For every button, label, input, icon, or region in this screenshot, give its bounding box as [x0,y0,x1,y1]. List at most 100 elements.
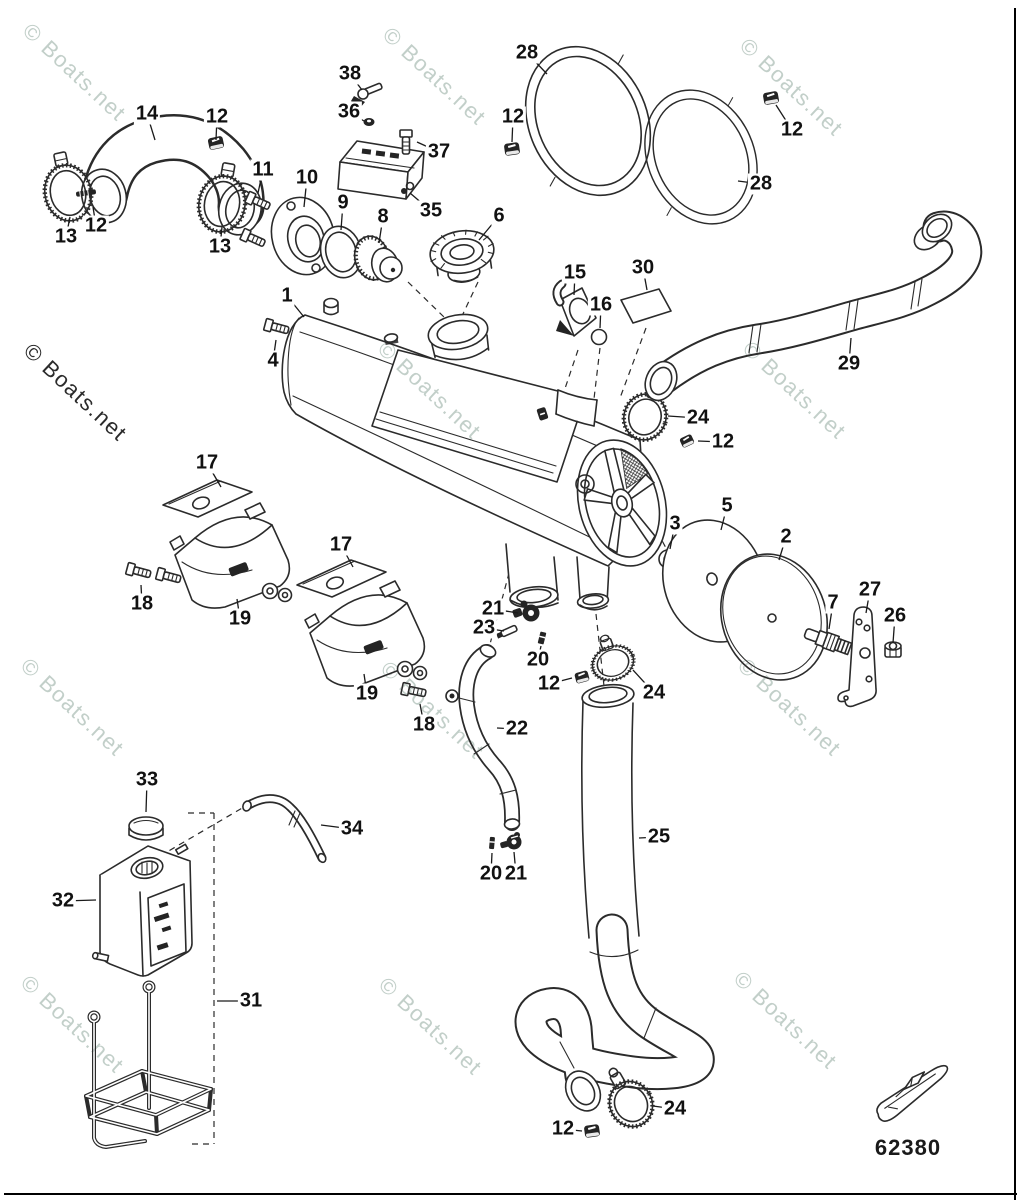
part-33-cap [128,816,164,841]
callout-28: 28 [747,172,775,195]
part-19-mount [169,502,293,609]
callout-18: 18 [410,713,438,736]
part-18-bolt [124,561,153,582]
part-15-fitting [552,279,597,337]
part-24-hose-clamp [583,629,638,686]
callout-24: 24 [661,1097,689,1120]
part-2-disc [719,553,829,681]
part-6-pressure-cap [429,229,495,283]
callout-13: 13 [206,235,234,258]
callout-15: 15 [561,261,589,284]
part-1-heat-exchanger-tank [281,297,668,611]
boat-logo [876,1064,949,1122]
callout-31: 31 [237,989,265,1012]
tank-drain-port [575,474,595,494]
callout-7: 7 [825,591,841,614]
callout-38: 38 [336,62,364,85]
part-4-bolt [262,317,291,338]
callout-5: 5 [719,494,735,517]
callout-8: 8 [375,205,391,228]
part-18-nut [445,689,459,703]
callout-10: 10 [293,166,321,189]
part-23-pin [496,624,518,639]
callout-6: 6 [491,204,507,227]
callout-12: 12 [535,672,563,695]
part-22-hose [458,644,521,831]
callout-36: 36 [335,100,363,123]
drawing-number: 62380 [874,1135,942,1160]
part-17-strap [296,559,387,598]
part-26-nut [884,641,902,658]
callout-20: 20 [477,862,505,885]
callout-17: 17 [193,451,221,474]
part-8-thermostat [353,235,403,283]
callout-12: 12 [778,118,806,141]
tank-boss [383,333,399,346]
part-32-reservoir-bottle [91,843,193,977]
callout-14: 14 [133,102,161,125]
callout-4: 4 [265,349,281,372]
tank-end-wheel [576,439,668,567]
callout-11: 11 [250,158,276,181]
callout-32: 32 [49,889,77,912]
callout-30: 30 [629,256,657,279]
part-29-hose [644,210,983,402]
callout-33: 33 [133,768,161,791]
callout-23: 23 [470,616,498,639]
part-28-ring [621,71,779,244]
part-37-bolt [399,129,413,155]
callout-19: 19 [226,607,254,630]
tank-boss [323,297,339,316]
tank-outlet-pipe-small [576,556,610,611]
callout-29: 29 [835,352,863,375]
callout-22: 22 [503,717,531,740]
part-21-fitting [500,832,522,850]
part-12-clip [573,669,591,685]
callout-19: 19 [353,682,381,705]
part-12-clip [761,89,781,107]
part-31-wire-holder [84,980,213,1149]
callout-24: 24 [684,406,712,429]
callout-12: 12 [82,214,110,237]
part-34-hose [242,794,327,864]
part-20-screw [537,631,547,645]
callout-21: 21 [502,862,530,885]
callout-3: 3 [667,512,683,535]
callout-28: 28 [513,41,541,64]
part-17-strap [162,479,253,518]
callout-37: 37 [425,140,453,163]
callout-27: 27 [856,578,884,601]
part-36-nut [363,118,375,126]
tank-outlet-pipe-large [505,543,559,609]
callout-25: 25 [645,825,673,848]
tank-outlet-stub [555,389,598,427]
callout-21: 21 [479,597,507,620]
callout-12: 12 [709,430,737,453]
callout-1: 1 [279,284,295,307]
tank-access-panel [371,349,586,483]
tank-filler-neck [427,313,490,361]
page-border-right [1014,8,1016,1200]
callout-9: 9 [335,191,351,214]
part-12-clip [582,1123,602,1139]
callout-17: 17 [327,533,355,556]
part-25-pipe [514,683,715,1112]
part-18-bolt [154,566,183,587]
part-7-fitting [803,628,853,656]
part-20-screw [489,836,495,850]
callout-13: 13 [52,225,80,248]
callout-12: 12 [499,105,527,128]
callout-12: 12 [549,1117,577,1140]
part-12-clip [502,141,522,157]
part-27-bracket [837,606,877,708]
part-30-pad [620,288,672,324]
callout-26: 26 [881,604,909,627]
callout-20: 20 [524,648,552,671]
callout-18: 18 [128,592,156,615]
callout-16: 16 [587,293,615,316]
page-border-bottom [4,1193,1017,1195]
part-11-bolt [239,227,268,250]
part-12-clip [678,432,696,450]
